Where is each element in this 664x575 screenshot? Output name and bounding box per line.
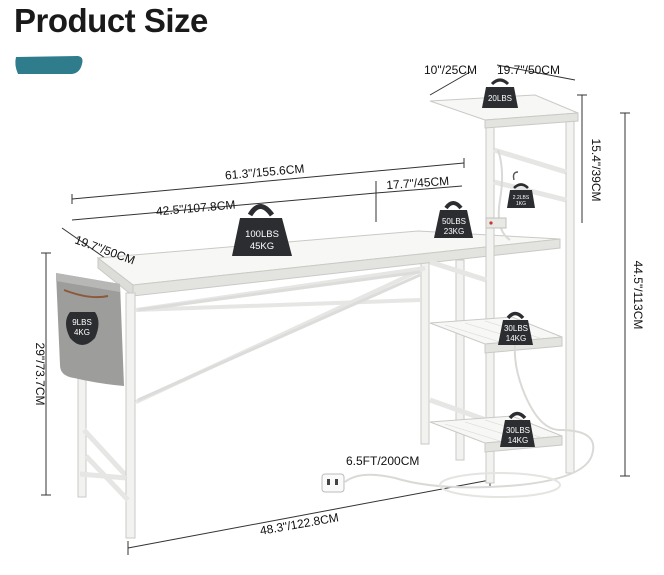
desk-power-strip (485, 217, 507, 229)
bag-weight-lbs: 9LBS (72, 318, 92, 327)
dim-shelf-top-width: 19.7"/50CM (497, 63, 560, 77)
hook-weight-kg: 1KG (516, 201, 526, 207)
storage-bag-icon (56, 273, 124, 386)
bag-weight-kg: 4KG (74, 328, 90, 337)
dim-desk-height: 29"/73.7CM (33, 343, 47, 406)
power-cord (344, 149, 595, 498)
middle-shelf-weight-kg: 14KG (506, 334, 526, 343)
weight-icon (232, 204, 292, 256)
shelf-corner-weight-kg: 23KG (444, 227, 464, 236)
dim-total-height: 44.5"/113CM (631, 261, 645, 330)
dim-base-width: 48.3"/122.8CM (259, 510, 340, 538)
weight-icon (498, 311, 533, 345)
dim-shelf-section-length: 17.7"/45CM (386, 174, 450, 192)
desk-weight-lbs: 100LBS (245, 229, 279, 240)
power-outlet-icon (321, 473, 345, 493)
weight-icon (434, 201, 473, 238)
middle-shelf-weight-lbs: 30LBS (504, 324, 528, 333)
dim-cord-length: 6.5FT/200CM (346, 454, 419, 468)
power-indicator-light (489, 221, 493, 225)
dim-main-desk-length: 42.5"/107.8CM (155, 198, 236, 219)
desk-weight-kg: 45KG (250, 241, 274, 252)
dim-shelf-height: 15.4"/39CM (589, 139, 603, 202)
shelf-corner-weight-lbs: 50LBS (442, 217, 466, 226)
bottom-shelf-weight-lbs: 30LBS (506, 426, 530, 435)
accent-brushstroke (15, 56, 83, 74)
bottom-shelf-weight-kg: 14KG (508, 436, 528, 445)
dim-shelf-top-depth: 10"/25CM (424, 63, 477, 77)
hook-icon (507, 171, 535, 208)
weight-icon (482, 78, 518, 108)
weight-icon (500, 411, 535, 447)
hook-weight-lbs: 2.2LBS (513, 195, 530, 201)
top-shelf-weight-label: 20LBS (488, 94, 512, 103)
page-title: Product Size (14, 2, 208, 39)
desk-frame (77, 94, 579, 539)
dim-total-length: 61.3"/155.6CM (224, 162, 305, 183)
